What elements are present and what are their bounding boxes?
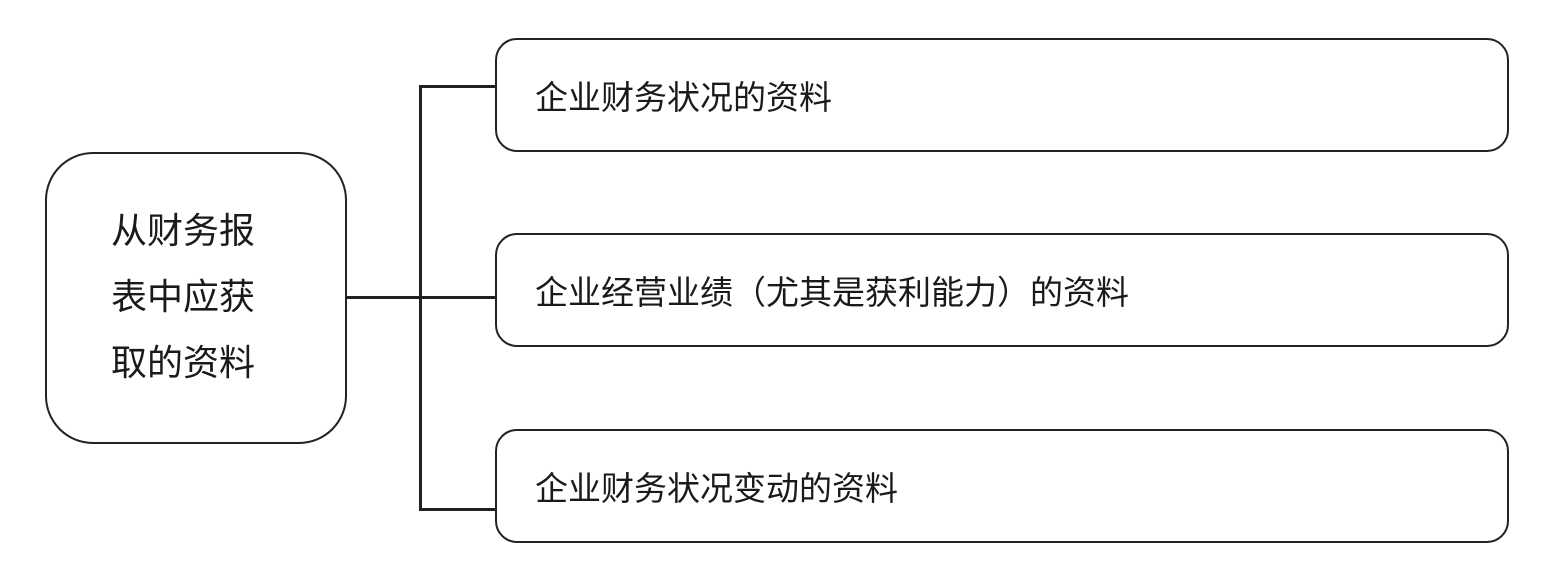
- child-node-label: 企业经营业绩（尤其是获利能力）的资料: [535, 273, 1129, 312]
- child-node-label: 企业财务状况的资料: [535, 78, 832, 117]
- root-node-label: 从财务报表中应获取的资料: [111, 211, 256, 384]
- root-node: 从财务报表中应获取的资料: [45, 152, 347, 444]
- child-node-label: 企业财务状况变动的资料: [535, 469, 898, 508]
- connector-child-3: [419, 508, 495, 511]
- child-node-financial-position: 企业财务状况的资料: [495, 38, 1509, 152]
- connector-child-1: [419, 85, 495, 88]
- child-node-financial-changes: 企业财务状况变动的资料: [495, 429, 1509, 543]
- child-node-operating-results: 企业经营业绩（尤其是获利能力）的资料: [495, 233, 1509, 347]
- connector-trunk: [419, 85, 422, 510]
